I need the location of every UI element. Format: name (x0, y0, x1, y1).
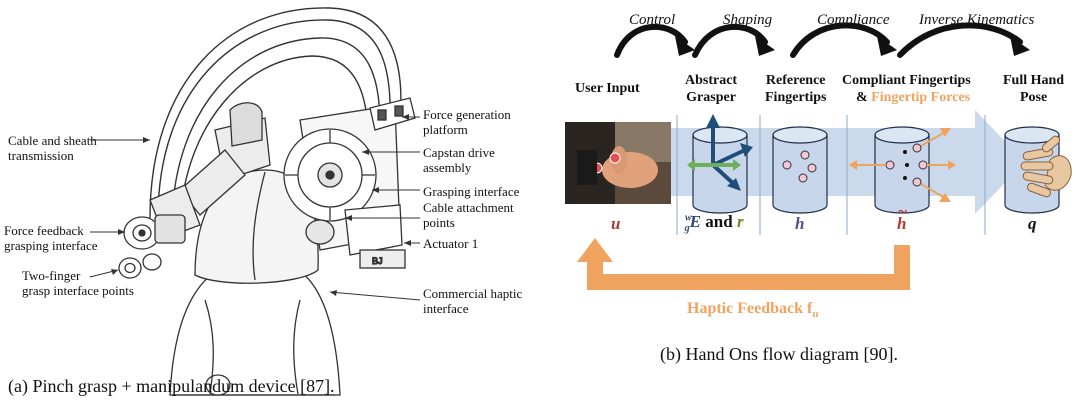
symbol-wge: E (689, 212, 702, 231)
panel-a-device-illustration: BJ Cable and sheath transmission For (4, 7, 523, 396)
force-feedback-grasp (123, 214, 186, 250)
header-user-input: User Input (575, 81, 640, 96)
flow-diagram-graphics (565, 22, 1072, 290)
grasper-green-bar (687, 159, 741, 171)
label-cable-attachment-points: Cable attachment points (423, 200, 514, 230)
label-commercial-haptic: Commercial haptic interface (423, 286, 523, 316)
stage-compliance: Compliance (817, 12, 890, 28)
stage-control: Control (629, 12, 676, 28)
two-finger-grasp (118, 253, 162, 279)
stage-shaping: Shaping (723, 12, 773, 28)
force-platform (369, 97, 416, 131)
label-haptic-feedback: Haptic Feedback fu (687, 300, 818, 323)
symbol-wge-group: wgE and r (685, 212, 744, 234)
user-input-photo (565, 122, 671, 204)
tilde-mark: ~ (898, 202, 907, 221)
cable-arch-outer (149, 7, 402, 219)
curve-arrow-shaping (692, 23, 768, 58)
label-grasping-interface: Grasping interface (423, 184, 520, 199)
stage-inverse-kinematics: Inverse Kinematics (919, 12, 1035, 28)
cable-arch-inner2 (179, 55, 369, 223)
symbol-h: h (795, 214, 805, 233)
curve-arrow-ik (897, 22, 1023, 58)
symbol-r: r (736, 212, 744, 231)
header-fingertip-forces: Fingertip Forces (871, 90, 971, 105)
reference-fingertip-points (782, 150, 817, 183)
svg-text:BJ: BJ (372, 256, 383, 266)
header-compliant-amp: & (856, 90, 872, 105)
compliant-fingertip-points (849, 128, 956, 202)
symbol-h-tilde: ~h (897, 202, 907, 234)
header-abstract-grasper: Abstract Grasper (685, 73, 738, 105)
cable-arch-inner (171, 37, 381, 221)
curve-arrow-control (614, 23, 688, 58)
curve-arrow-compliance (790, 22, 890, 58)
symbol-q: q (1028, 214, 1037, 233)
label-actuator-1: Actuator 1 (423, 236, 479, 251)
symbol-h-tilde-letter: h (897, 214, 907, 233)
header-compliant-line1: Compliant Fingertips (842, 73, 971, 88)
haptic-device-drawing: BJ (89, 7, 421, 396)
label-force-feedback-grasping: Force feedback grasping interface (4, 223, 98, 253)
haptic-feedback-sub: u (812, 308, 819, 321)
label-capstan-drive: Capstan drive assembly (423, 145, 495, 175)
caption-a: (a) Pinch grasp + manipulandum device [8… (8, 376, 335, 396)
grasper-axes (706, 114, 753, 191)
header-compliant-line2: & Fingertip Forces (842, 89, 971, 106)
panel-b-flow-diagram: Control Shaping Compliance Inverse Kinem… (555, 0, 1076, 410)
symbol-u: u (611, 214, 621, 233)
header-reference-fingertips: Reference Fingertips (765, 73, 827, 105)
label-cable-transmission: Cable and sheath transmission (8, 133, 97, 163)
header-full-hand-pose: Full Hand Pose (1003, 73, 1065, 105)
label-two-finger-grasp: Two-finger grasp interface points (22, 268, 134, 298)
symbol-and: and (701, 212, 737, 231)
symbol-wge-sup: w (685, 212, 692, 224)
haptic-feedback-text: Haptic Feedback f (687, 300, 813, 317)
symbol-wge-sub: g (684, 223, 690, 235)
label-force-generation-platform: Force generation platform (423, 107, 511, 137)
header-compliant-fingertips: Compliant Fingertips & Fingertip Forces (842, 72, 971, 106)
capstan-drive (283, 104, 401, 251)
cable-arch-mid (157, 19, 391, 219)
haptic-feedback-loop (577, 238, 910, 290)
caption-b: (b) Hand Ons flow diagram [90]. (660, 344, 898, 364)
hand-pose (1020, 135, 1072, 198)
